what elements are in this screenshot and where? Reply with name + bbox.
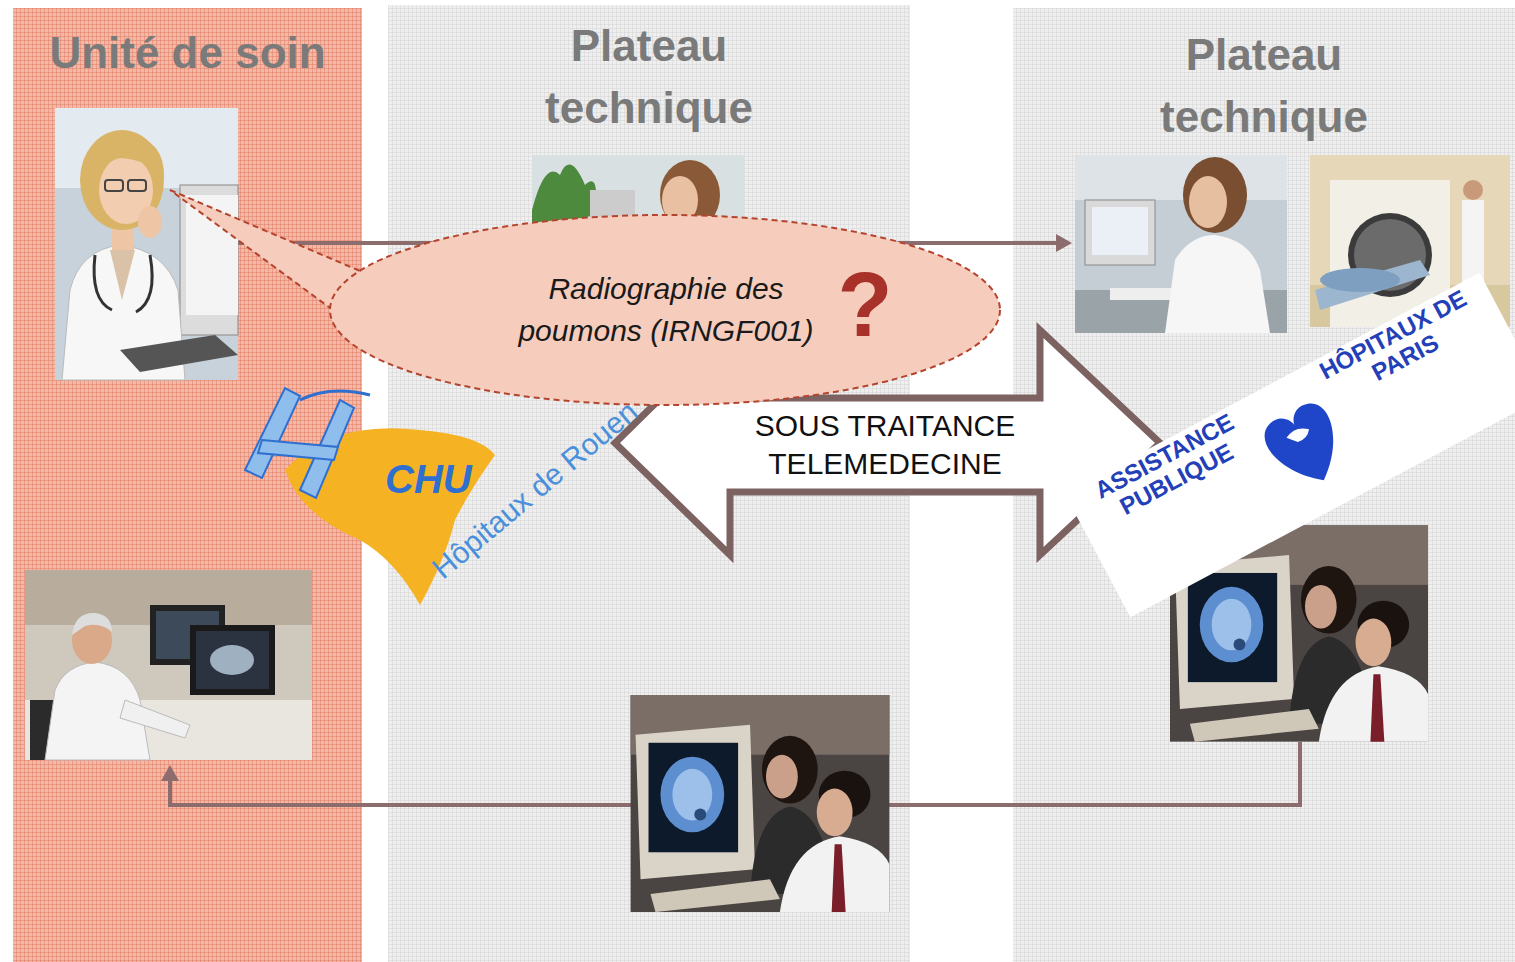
column-heading: Plateau technique bbox=[1114, 24, 1414, 148]
text-slot: ? bbox=[815, 255, 915, 355]
secretary-photo-part bbox=[1092, 207, 1148, 255]
doctor-photo-part bbox=[84, 135, 164, 191]
secretary-photo-part bbox=[1189, 176, 1227, 228]
flow-lines-part bbox=[161, 765, 179, 781]
doctor-photo-part bbox=[55, 108, 238, 380]
question-mark: ? bbox=[815, 255, 915, 355]
radiologist-photo-part bbox=[196, 631, 269, 689]
doctor-photo-part bbox=[94, 255, 152, 312]
column-heading: Unité de soin bbox=[15, 22, 360, 84]
secretary-photo-part bbox=[1085, 200, 1155, 265]
radiologist-photo-part bbox=[210, 645, 254, 675]
care-unit-band: Unité de soin bbox=[13, 8, 362, 962]
radiologist-photo-part bbox=[25, 570, 312, 760]
rouen-logo-graphic-part bbox=[258, 440, 338, 460]
secretary-photo-part bbox=[1075, 155, 1287, 200]
secretary-photo-part bbox=[1165, 235, 1270, 333]
secretary-photo-part bbox=[1110, 288, 1180, 300]
radiologist-photo-part bbox=[120, 700, 190, 738]
text-slot: Radiographie des poumons (IRNGF001) bbox=[516, 268, 816, 352]
text-slot: Unité de soin bbox=[15, 22, 360, 84]
rouen-logo-graphic-part bbox=[245, 388, 300, 478]
secretary-photo-part bbox=[1075, 155, 1287, 333]
callout-bubble: Radiographie des poumons (IRNGF001)? bbox=[160, 180, 1005, 415]
doctor-photo-part bbox=[128, 180, 146, 191]
column-heading: Plateau technique bbox=[499, 15, 799, 139]
label-slot: CHU bbox=[385, 455, 495, 503]
rouen-logo-graphic-part bbox=[300, 391, 370, 400]
secretary-photo-part bbox=[1183, 157, 1247, 233]
doctor-photo-part bbox=[105, 180, 123, 191]
mri-photo-part bbox=[1463, 180, 1483, 200]
text-slot: Plateau technique bbox=[499, 15, 799, 139]
mri-photo-part bbox=[1315, 260, 1430, 310]
doctor-photo-part bbox=[138, 206, 162, 238]
secretary-photo bbox=[1075, 155, 1287, 333]
text-slot: SOUS TRAITANCE TELEMEDECINE bbox=[735, 407, 1035, 483]
radiologist-photo-part bbox=[190, 625, 275, 695]
callout-text: Radiographie des poumons (IRNGF001) bbox=[516, 268, 816, 352]
mri-photo-part bbox=[1320, 268, 1400, 292]
doctor-photo-part bbox=[120, 335, 238, 372]
radiologist-photo bbox=[25, 570, 312, 760]
double-arrow-shape-part bbox=[615, 330, 1160, 555]
aphp-heart-part bbox=[1258, 397, 1354, 496]
text-slot: Plateau technique bbox=[1114, 24, 1414, 148]
flow-lines-part bbox=[1056, 234, 1072, 252]
aphp-heart-part bbox=[1285, 424, 1312, 446]
doctor-photo bbox=[55, 108, 238, 380]
radiologist-photo-part bbox=[72, 613, 112, 635]
callout-shape-part bbox=[330, 215, 1000, 405]
scan-review-photo bbox=[631, 525, 1428, 912]
scan-review-photo-part bbox=[631, 695, 890, 912]
doctor-photo-part bbox=[110, 250, 135, 300]
care-unit-fill bbox=[13, 8, 362, 962]
logo-text: CHU bbox=[385, 455, 495, 503]
arrow-label: SOUS TRAITANCE TELEMEDECINE bbox=[735, 407, 1035, 483]
